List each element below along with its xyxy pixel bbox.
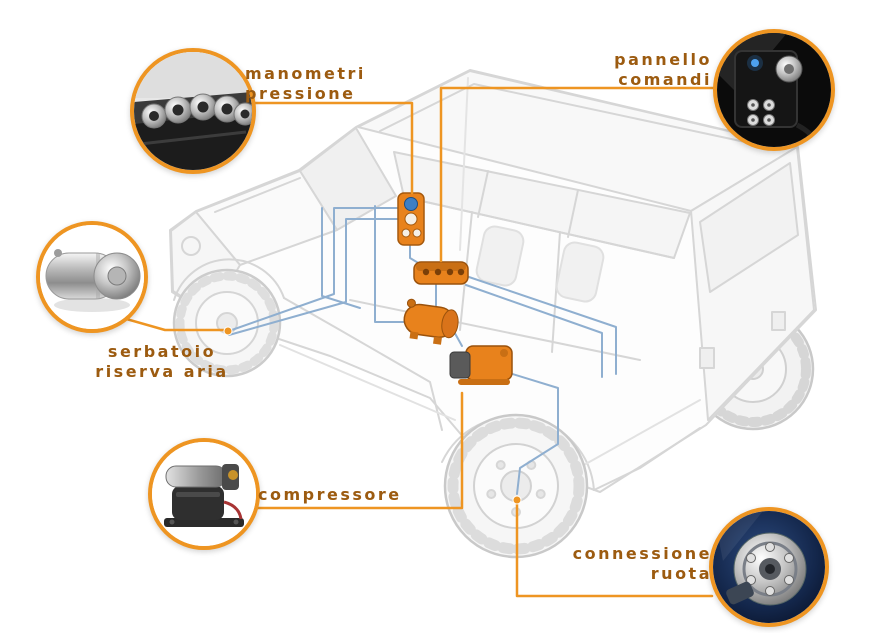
rear-wheel-connection-dot	[512, 495, 522, 505]
front-left-wheel	[172, 268, 282, 378]
label-line: pressione	[245, 83, 356, 103]
label-connessione-ruota: connessione ruota	[538, 544, 712, 583]
air-tank-photo	[40, 225, 144, 329]
callout-connessione	[709, 507, 829, 627]
leader-compressore	[254, 391, 464, 510]
interior-seats	[459, 77, 605, 303]
label-line: serbatoio	[107, 342, 217, 361]
label-serbatoio-riserva-aria: serbatoio riserva aria	[72, 342, 252, 381]
air-tank-component	[403, 298, 459, 345]
label-line: pannello	[614, 50, 712, 69]
wheel-hub-photo	[713, 511, 825, 623]
control-panel-photo	[717, 33, 831, 147]
compressor-photo	[152, 442, 256, 546]
callout-serbatoio	[36, 221, 148, 333]
callout-compressore	[148, 438, 260, 550]
gauge-panel-component	[397, 192, 425, 246]
label-manometri-pressione: manometri pressione	[245, 64, 425, 103]
ghost-vehicle	[169, 69, 817, 559]
label-line: manometri	[245, 64, 366, 83]
leader-lines	[100, 86, 718, 598]
leader-manometri	[238, 101, 414, 195]
label-line: connessione	[572, 544, 712, 563]
manifold-component	[413, 261, 469, 285]
label-line: ruota	[650, 563, 712, 583]
callout-pannello	[713, 29, 835, 151]
leader-connessione	[515, 502, 714, 598]
leader-pannello	[439, 86, 718, 263]
pressure-gauges-photo	[134, 52, 252, 170]
label-line: comandi	[618, 69, 712, 89]
front-wheel-connection-dot	[223, 326, 233, 336]
label-line: compressore	[258, 485, 402, 504]
air-lines	[228, 205, 617, 495]
label-pannello-comandi: pannello comandi	[552, 50, 712, 89]
compressor-component	[449, 345, 513, 385]
callout-manometri	[130, 48, 256, 174]
label-compressore: compressore	[258, 485, 458, 505]
label-line: riserva aria	[95, 361, 229, 381]
